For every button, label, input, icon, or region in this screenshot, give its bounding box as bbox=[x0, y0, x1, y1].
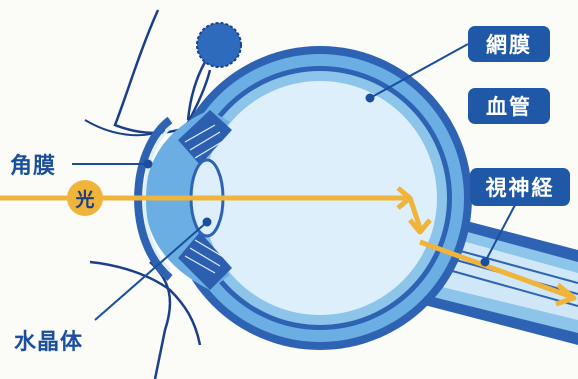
cornea-label: 角膜 bbox=[10, 148, 56, 180]
leader-lens-dot bbox=[204, 219, 211, 226]
optic-nerve-label: 視神経 bbox=[470, 168, 570, 206]
leader-optic-nerve-dot bbox=[482, 259, 489, 266]
blood-vessel-label: 血管 bbox=[468, 88, 550, 124]
lens-label: 水晶体 bbox=[14, 324, 83, 356]
leader-retina-dot bbox=[367, 95, 374, 102]
lower-eyelid-outline bbox=[90, 262, 200, 345]
gland-blob bbox=[197, 23, 241, 67]
retina-label: 網膜 bbox=[468, 26, 550, 62]
leader-cornea-dot bbox=[145, 161, 152, 168]
light-badge: 光 bbox=[67, 180, 103, 216]
